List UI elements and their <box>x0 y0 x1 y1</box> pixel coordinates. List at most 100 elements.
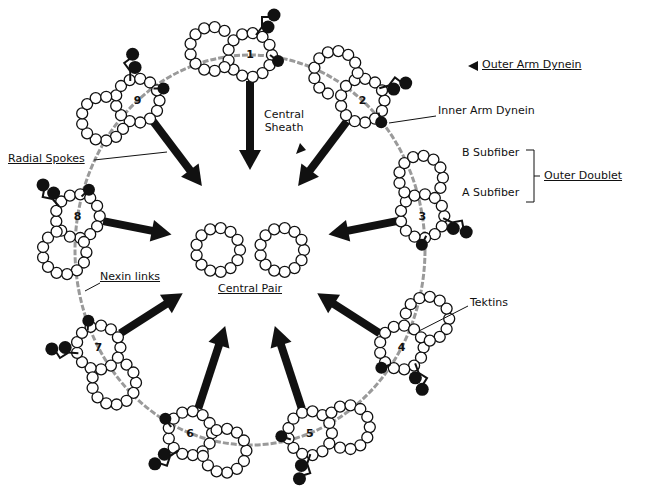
protofilament <box>350 57 361 68</box>
spoke-head <box>298 163 319 186</box>
part-label: Central Sheath <box>258 108 310 134</box>
pointer-triangle <box>468 61 478 71</box>
protofilament <box>135 117 146 128</box>
protofilament <box>408 152 419 163</box>
outer-arm-dynein <box>45 342 58 355</box>
protofilament <box>51 216 62 227</box>
leader-line <box>94 152 167 160</box>
inner-arm-dynein <box>375 362 387 374</box>
radial-spoke <box>332 303 379 333</box>
leader-line <box>419 306 468 331</box>
callout-number: 7 <box>95 341 103 354</box>
spoke-head <box>271 326 292 348</box>
protofilament <box>394 178 405 189</box>
part-label: Central Pair <box>218 282 282 295</box>
protofilament <box>94 211 105 222</box>
outer-arm-dynein <box>307 454 310 463</box>
outer-arm-dynein <box>37 178 50 191</box>
protofilament <box>96 364 107 375</box>
protofilament <box>177 407 188 418</box>
protofilament <box>238 435 249 446</box>
protofilament <box>64 190 75 201</box>
radial-spoke <box>246 81 254 152</box>
bracket <box>526 150 534 202</box>
protofilament <box>379 95 390 106</box>
protofilament <box>128 367 139 378</box>
inner-arm-dynein <box>83 184 95 196</box>
radial-spoke <box>120 303 167 333</box>
spoke-head <box>150 220 172 242</box>
outer-arm-dynein <box>126 48 139 61</box>
protofilament <box>324 418 335 429</box>
protofilament <box>77 119 88 130</box>
protofilament <box>131 377 142 388</box>
protofilament <box>441 303 452 314</box>
radial-spoke <box>198 343 219 408</box>
protofilament <box>92 200 103 211</box>
part-label: Outer Arm Dynein <box>482 58 582 71</box>
protofilament <box>219 25 230 36</box>
inner-arm-dynein <box>157 83 169 95</box>
protofilament <box>51 226 62 237</box>
outer-arm-dynein <box>399 77 412 90</box>
inner-arm-dynein <box>416 239 428 251</box>
protofilament <box>235 245 246 256</box>
protofilament <box>444 313 455 324</box>
part-label: A Subfiber <box>462 186 519 199</box>
protofilament <box>436 200 447 211</box>
outer-arm-dynein <box>460 225 473 238</box>
protofilament <box>360 117 371 128</box>
pointer-triangle <box>296 143 306 154</box>
nexin-link <box>75 55 425 445</box>
callout-number: 3 <box>419 210 427 223</box>
protofilament <box>247 71 258 82</box>
protofilament <box>215 266 226 277</box>
outer-arm-dynein <box>293 472 306 485</box>
outer-arm-dynein <box>148 457 161 470</box>
protofilament <box>296 234 307 245</box>
inner-arm-dynein <box>82 315 94 327</box>
protofilament <box>435 162 446 173</box>
callout-number: 2 <box>359 94 367 107</box>
protofilament <box>336 100 347 111</box>
inner-arm-dynein <box>159 413 171 425</box>
protofilament <box>185 49 196 60</box>
protofilament <box>211 425 222 436</box>
protofilament <box>326 428 337 439</box>
protofilament <box>78 237 89 248</box>
protofilament <box>396 216 407 227</box>
protofilament <box>375 347 386 358</box>
protofilament <box>352 68 363 79</box>
protofilament <box>187 450 198 461</box>
outer-arm-dynein <box>409 371 422 384</box>
inner-arm-dynein <box>272 55 284 67</box>
protofilament <box>414 293 425 304</box>
outer-arm-dynein <box>416 383 429 396</box>
part-label: Radial Spokes <box>8 152 85 165</box>
inner-arm-dynein <box>275 430 287 442</box>
outer-arm-dynein <box>295 459 308 472</box>
protofilament <box>163 433 174 444</box>
spoke-head <box>208 326 229 348</box>
protofilament <box>309 73 320 84</box>
protofilament <box>198 451 209 462</box>
outer-arm-dynein <box>52 199 59 206</box>
protofilament <box>424 335 435 346</box>
callout-number: 4 <box>398 341 406 354</box>
protofilament <box>101 135 112 146</box>
protofilament <box>111 100 122 111</box>
protofilament <box>335 401 346 412</box>
protofilament <box>232 234 243 245</box>
outer-arm-dynein <box>129 71 131 81</box>
protofilament <box>388 321 399 332</box>
outer-arm-dynein <box>447 222 460 235</box>
protofilament <box>87 372 98 383</box>
protofilament <box>297 407 308 418</box>
spoke-head <box>160 293 183 313</box>
outer-arm-dynein <box>170 450 178 456</box>
radial-spoke <box>280 343 301 408</box>
protofilament <box>209 65 220 76</box>
protofilament <box>437 172 448 183</box>
